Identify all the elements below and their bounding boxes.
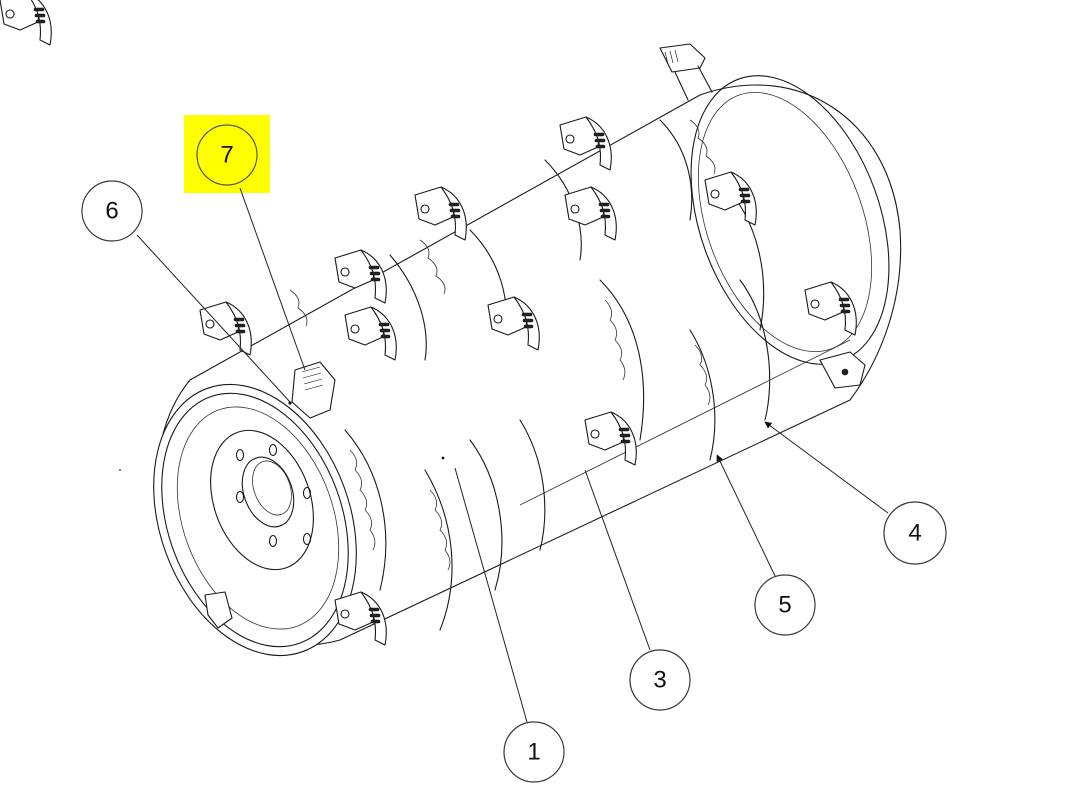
callout-6[interactable]: 6 (81, 180, 143, 242)
ref-dot (288, 401, 292, 405)
component-7-tooth (291, 361, 336, 419)
leader-5 (716, 454, 777, 579)
leader-4 (764, 421, 889, 514)
ref-dot (119, 469, 121, 471)
bolt-holes (235, 443, 312, 548)
callout-3[interactable]: 3 (629, 649, 691, 711)
side-tooth-lower-right (819, 351, 866, 389)
drum-axis (519, 339, 851, 506)
callout-1-label: 1 (527, 739, 540, 766)
callout-5-label: 5 (778, 592, 791, 619)
drum-flights (289, 119, 771, 631)
tooth-holder (0, 0, 52, 46)
top-tooth (659, 43, 713, 101)
leader-lines (136, 187, 889, 723)
callout-3-label: 3 (653, 667, 666, 694)
leader-1 (454, 467, 528, 723)
leader-7 (239, 187, 306, 371)
cutting-teeth (0, 0, 866, 646)
hub-lower-tooth (204, 591, 233, 629)
callout-7[interactable]: 7 (196, 124, 258, 186)
callout-4-label: 4 (908, 520, 921, 547)
callout-5[interactable]: 5 (754, 574, 816, 636)
callout-7-label: 7 (220, 142, 233, 169)
callout-6-label: 6 (105, 198, 118, 225)
callout-1[interactable]: 1 (503, 721, 565, 783)
leader-3 (584, 469, 651, 651)
ref-dot (441, 456, 445, 460)
leader-6 (136, 234, 291, 403)
callout-4[interactable]: 4 (883, 501, 947, 565)
front-end-hub (153, 383, 357, 657)
